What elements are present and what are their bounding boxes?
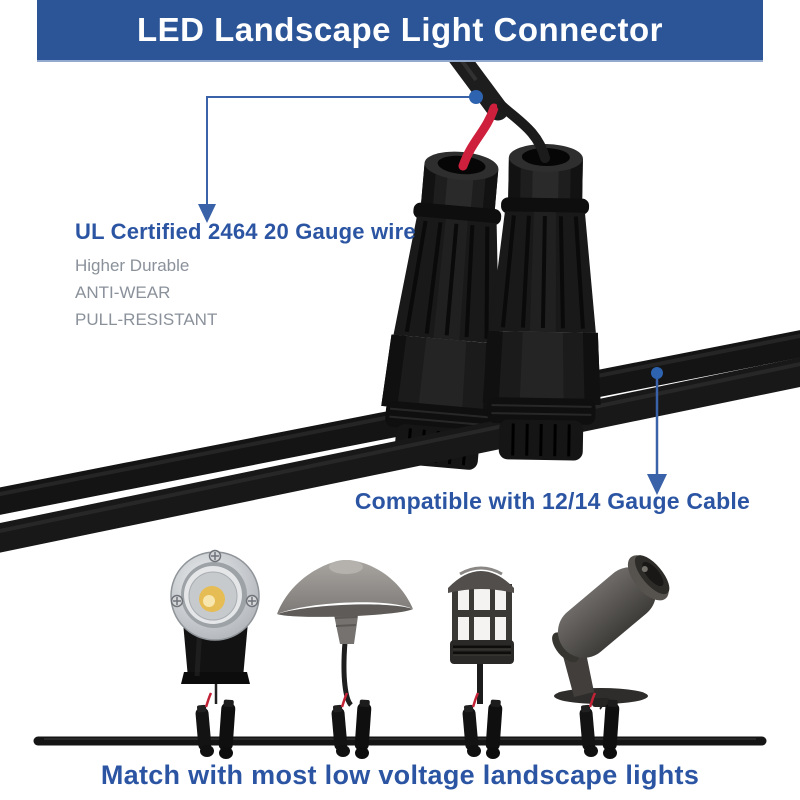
wire-feature-3: PULL-RESISTANT [75,310,218,329]
landscape-cable [33,736,767,746]
title-banner: LED Landscape Light Connector [37,0,763,62]
wire-callout-heading: UL Certified 2464 20 Gauge wire [75,219,416,244]
wire-feature-1: Higher Durable [75,256,190,275]
well-light-illustration [170,549,260,704]
page-title: LED Landscape Light Connector [136,11,664,48]
spotlight-illustration [552,555,670,710]
wire-callout-arrow [198,90,483,223]
wire-feature-list: Higher Durable ANTI-WEAR PULL-RESISTANT [75,252,416,333]
wire-callout-text: UL Certified 2464 20 Gauge wire Higher D… [75,219,416,333]
lantern-light-illustration [448,566,514,704]
footer-caption: Match with most low voltage landscape li… [100,760,700,790]
main-cable-front [0,357,800,553]
cable-callout-arrow [647,367,667,495]
connector-right-illustration [479,140,608,463]
mushroom-light-illustration [277,560,413,707]
wire-feature-2: ANTI-WEAR [75,283,171,302]
cable-callout-label: Compatible with 12/14 Gauge Cable [354,488,750,514]
